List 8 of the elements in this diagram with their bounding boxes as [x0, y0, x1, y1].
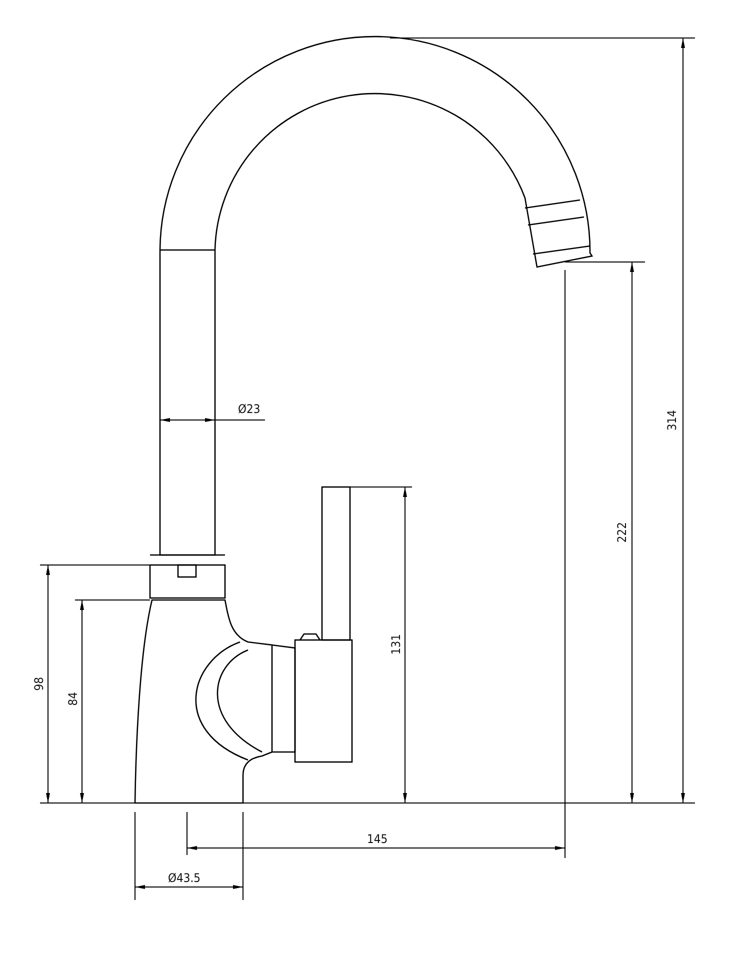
- dimension-label: 131: [389, 634, 403, 655]
- dimension-label: Ø43.5: [168, 871, 201, 885]
- dimension-label: 145: [367, 832, 388, 846]
- dimension-label: 84: [66, 692, 80, 706]
- dimension-label: Ø23: [238, 402, 260, 416]
- dimension-label: 222: [615, 522, 629, 543]
- dimension-label: 314: [665, 410, 679, 431]
- dimension-label: 98: [32, 677, 46, 691]
